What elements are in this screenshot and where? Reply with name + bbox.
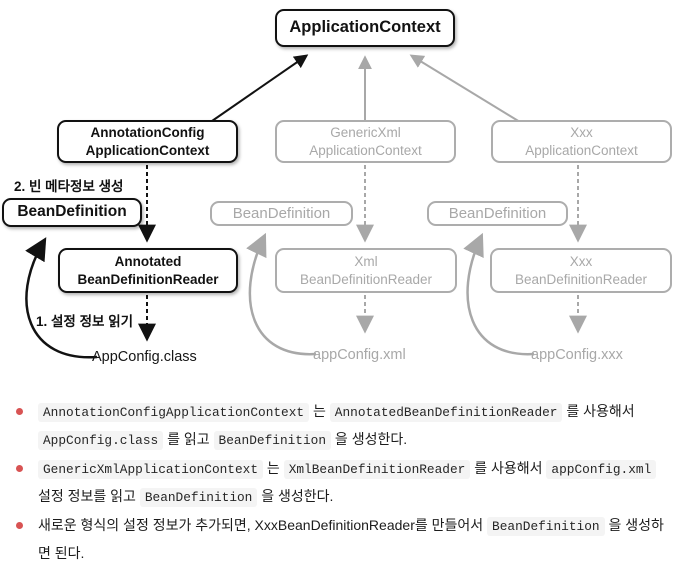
arrow-annotationconfig-to-applicationcontext [211,54,309,122]
inline-code: BeanDefinition [213,431,332,450]
node-label: ApplicationContext [525,142,638,158]
note-text: 를 읽고 [163,431,214,447]
inline-code: GenericXmlApplicationContext [38,460,264,479]
node-annotated-bean-definition-reader: Annotated BeanDefinitionReader [58,248,238,293]
label-appconfig-class: AppConfig.class [92,349,197,365]
note-text: 는 [263,460,284,476]
label-step2: 2. 빈 메타정보 생성 [14,179,124,194]
node-generic-xml-application-context: GenericXml ApplicationContext [275,120,456,163]
node-label: BeanDefinitionReader [299,271,433,287]
inline-code: XmlBeanDefinitionReader [283,460,471,479]
arrow-xxx-to-applicationcontext [409,54,521,123]
node-application-context: ApplicationContext [275,9,455,47]
node-label: BeanDefinition [232,204,331,222]
node-label: AnnotationConfig [90,124,205,140]
inline-code: appConfig.xml [546,460,657,479]
node-label: Annotated [114,253,182,269]
note-text: 를 사용해서 [562,403,635,419]
note-text: 는 [309,403,330,419]
node-label: ApplicationContext [85,142,210,158]
bullet-dot [16,408,23,415]
inline-code: AnnotationConfigApplicationContext [38,403,310,422]
diagram-arrows [25,54,587,359]
note-item: GenericXmlApplicationContext 는 XmlBeanDe… [14,455,672,511]
node-bean-definition-mid: BeanDefinition [210,201,353,226]
arrow-appconfigclass-to-beandefinition [25,237,98,359]
label-step1: 1. 설정 정보 읽기 [36,314,134,329]
note-text: 을 생성한다. [257,488,334,504]
label-appconfig-xml: appConfig.xml [313,347,406,363]
note-text: 새로운 형식의 설정 정보가 추가되면, XxxBeanDefinitionRe… [38,517,488,533]
node-bean-definition-left: BeanDefinition [2,198,142,227]
node-label: Xxx [569,253,593,269]
note-text: 을 생성하면 된다. [38,517,664,561]
bullet-dot [16,522,23,529]
node-label: Xxx [570,124,593,140]
node-bean-definition-right: BeanDefinition [427,201,568,226]
node-label: BeanDefinition [17,203,127,221]
node-label: ApplicationContext [309,142,422,158]
node-xxx-bean-definition-reader: Xxx BeanDefinitionReader [490,248,672,293]
notes-list: AnnotationConfigApplicationContext 는 Ann… [14,398,672,562]
inline-code: BeanDefinition [139,488,258,507]
inline-code: AnnotatedBeanDefinitionReader [329,403,563,422]
node-xml-bean-definition-reader: Xml BeanDefinitionReader [275,248,457,293]
note-text: 를 사용해서 [470,460,547,476]
inline-code: AppConfig.class [38,431,164,450]
arrow-appconfigxml-to-beandefinition [246,232,317,356]
node-label: BeanDefinition [448,204,547,222]
node-xxx-application-context: Xxx ApplicationContext [491,120,672,163]
arrow-appconfigxxx-to-beandefinition [463,232,535,356]
node-label: BeanDefinitionReader [514,271,648,287]
node-label: Xml [354,253,378,269]
label-appconfig-xxx: appConfig.xxx [531,347,623,363]
note-item: 새로운 형식의 설정 정보가 추가되면, XxxBeanDefinitionRe… [14,512,672,562]
node-label: ApplicationContext [289,18,441,37]
bullet-dot [16,465,23,472]
node-annotation-config-application-context: AnnotationConfig ApplicationContext [57,120,238,163]
note-text: 설정 정보를 읽고 [38,488,140,504]
node-label: GenericXml [330,124,401,140]
node-label: BeanDefinitionReader [77,271,219,287]
inline-code: BeanDefinition [487,517,605,536]
note-item: AnnotationConfigApplicationContext 는 Ann… [14,398,672,454]
note-text: 을 생성한다. [331,431,408,447]
